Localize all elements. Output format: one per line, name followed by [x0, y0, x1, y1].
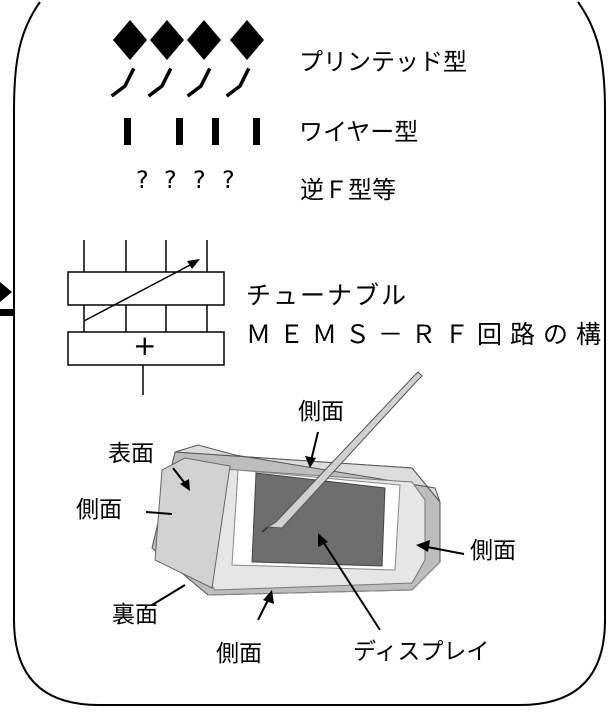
mems-bottom-plate — [67, 331, 225, 366]
question-mark-glyph: ? — [136, 166, 149, 194]
partial-arrow-icon — [0, 282, 12, 302]
stylus — [266, 371, 423, 529]
partial-arrow-stem — [0, 309, 13, 316]
pointer-side-left — [145, 511, 173, 515]
pointer-display — [321, 539, 381, 631]
printed-antenna-symbols — [113, 20, 264, 60]
wire-bar-icon — [253, 118, 260, 145]
rounded-frame — [13, 1, 606, 706]
label-side-bottom: 側面 — [216, 641, 262, 667]
wire-antenna-label: ワイヤー型 — [299, 118, 419, 146]
label-back: 裏面 — [112, 602, 158, 628]
tuning-arrow — [83, 263, 193, 322]
wire-bar-icon — [124, 118, 131, 145]
question-mark-glyph: ? — [193, 166, 206, 194]
label-display: ディスプレイ — [353, 639, 490, 665]
zigzag-icon — [147, 67, 173, 98]
tuning-arrow-head-icon — [187, 259, 200, 269]
device-bottom-edge — [207, 561, 441, 596]
mems-circuit-diagram — [67, 240, 225, 395]
pointer-side-right — [421, 545, 465, 555]
zigzag-icon — [186, 67, 212, 98]
device-left-cap — [154, 457, 231, 589]
zigzag-antenna-symbols — [110, 67, 251, 98]
label-side-top: 側面 — [298, 399, 344, 425]
label-front: 表面 — [108, 441, 154, 467]
arrow-head-icon — [263, 590, 274, 604]
question-mark-glyph: ? — [164, 166, 177, 194]
arrow-head-icon — [305, 456, 316, 468]
arrow-head-icon — [180, 479, 190, 491]
inverted-f-antenna-label: 逆Ｆ型等 — [300, 176, 396, 204]
pointer-back — [151, 584, 186, 606]
display-screen — [251, 472, 386, 567]
diamond-icon — [150, 20, 184, 60]
wire-antenna-symbols — [124, 118, 260, 145]
device-top-face — [174, 444, 441, 503]
wire-bar-icon — [212, 118, 219, 145]
mems-title: チューナブル — [246, 281, 409, 310]
diamond-icon — [113, 20, 147, 60]
arrow-head-icon — [416, 540, 430, 552]
wire-bar-icon — [176, 118, 183, 145]
diamond-icon — [187, 20, 221, 60]
handheld-device — [151, 371, 441, 596]
arrow-head-icon — [318, 533, 328, 547]
label-side-right: 側面 — [470, 538, 516, 564]
zigzag-icon — [225, 67, 251, 98]
plus-symbol: + — [133, 329, 157, 362]
printed-antenna-label: プリンテッド型 — [299, 48, 467, 76]
label-side-left: 側面 — [76, 497, 122, 523]
mems-subtitle: ＭＥＭＳ－ＲＦ回路の構 — [246, 320, 610, 349]
question-mark-glyph: ? — [222, 166, 235, 194]
label-pointers — [145, 431, 465, 631]
diamond-icon — [230, 20, 264, 60]
zigzag-icon — [110, 67, 136, 98]
